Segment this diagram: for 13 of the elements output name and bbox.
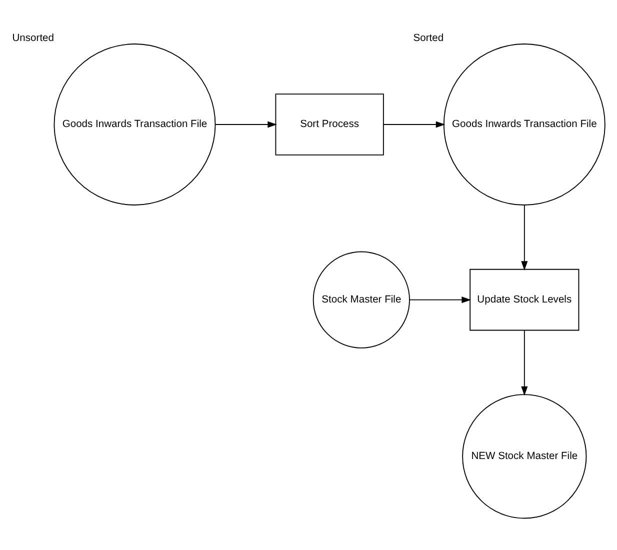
node-box: Update Stock Levels: [470, 268, 580, 330]
arrow: [521, 204, 528, 270]
arrow: [409, 296, 472, 303]
node-circle: Goods Inwards Transaction File: [443, 43, 606, 205]
arrow: [214, 120, 278, 128]
arrow: [521, 330, 528, 396]
node-label: Sorted: [413, 32, 444, 44]
node-circle: NEW Stock Master File: [462, 394, 587, 518]
node-circle: Stock Master File: [312, 250, 410, 348]
node-circle: Goods Inwards Transaction File: [54, 43, 216, 205]
node-label: Unsorted: [12, 32, 54, 44]
arrow: [383, 120, 446, 128]
node-box: Sort Process: [275, 93, 384, 155]
